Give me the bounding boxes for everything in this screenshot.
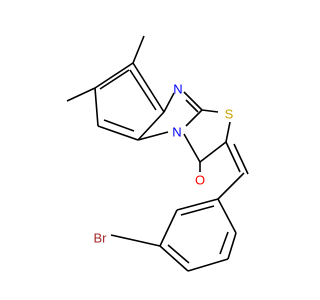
bond-ph-1-inner — [180, 205, 215, 216]
bonds — [66, 35, 249, 272]
bond-imid-4 — [137, 131, 169, 141]
bond-ph-2 — [159, 209, 178, 247]
bond-methyl-left — [66, 87, 96, 102]
bond-ph-4 — [187, 258, 229, 272]
bond-ph-5 — [227, 232, 237, 260]
bond-exo-2 — [233, 143, 249, 175]
bond-ph-1 — [176, 198, 219, 211]
bond-benz-4 — [137, 111, 165, 141]
bond-benz-2 — [94, 87, 99, 127]
bond-imid-1 — [163, 92, 175, 113]
bond-ph-3-inner — [167, 244, 190, 264]
bond-vinyl — [217, 172, 245, 200]
bond-ph-6 — [217, 198, 237, 234]
bond-benz-1 — [94, 62, 134, 89]
bond-exo-1 — [225, 141, 241, 173]
bond-imid-2 — [183, 91, 203, 111]
bond-benz-5-inner — [129, 69, 157, 111]
bond-thiaz-1 — [201, 109, 219, 113]
atom-n-imine: N — [173, 82, 182, 97]
bond-benz-1-inner — [99, 69, 130, 90]
bond-benz-3-inner — [103, 119, 135, 132]
bond-imid-3 — [185, 109, 203, 127]
atom-o: O — [195, 173, 205, 188]
atom-br: Br — [94, 231, 108, 246]
bond-thiaz-4 — [183, 133, 201, 163]
bond-thiaz-2 — [225, 121, 231, 143]
bond-imid-2-inner — [185, 99, 199, 113]
bond-benz-3 — [97, 125, 139, 141]
bond-methyl-top — [132, 35, 145, 64]
atom-n-bridge: N — [172, 125, 181, 140]
bond-thiaz-3 — [199, 141, 227, 163]
bond-c-br — [110, 234, 161, 247]
molecule-canvas: N N S O Br — [66, 35, 249, 272]
structure-diagram: N N S O Br — [66, 35, 249, 272]
bond-benz-5 — [132, 62, 165, 113]
atom-s: S — [225, 107, 234, 122]
bond-ph-3 — [159, 245, 189, 272]
atom-labels: N N S O Br — [94, 82, 234, 246]
bond-ph-5-inner — [219, 231, 229, 255]
